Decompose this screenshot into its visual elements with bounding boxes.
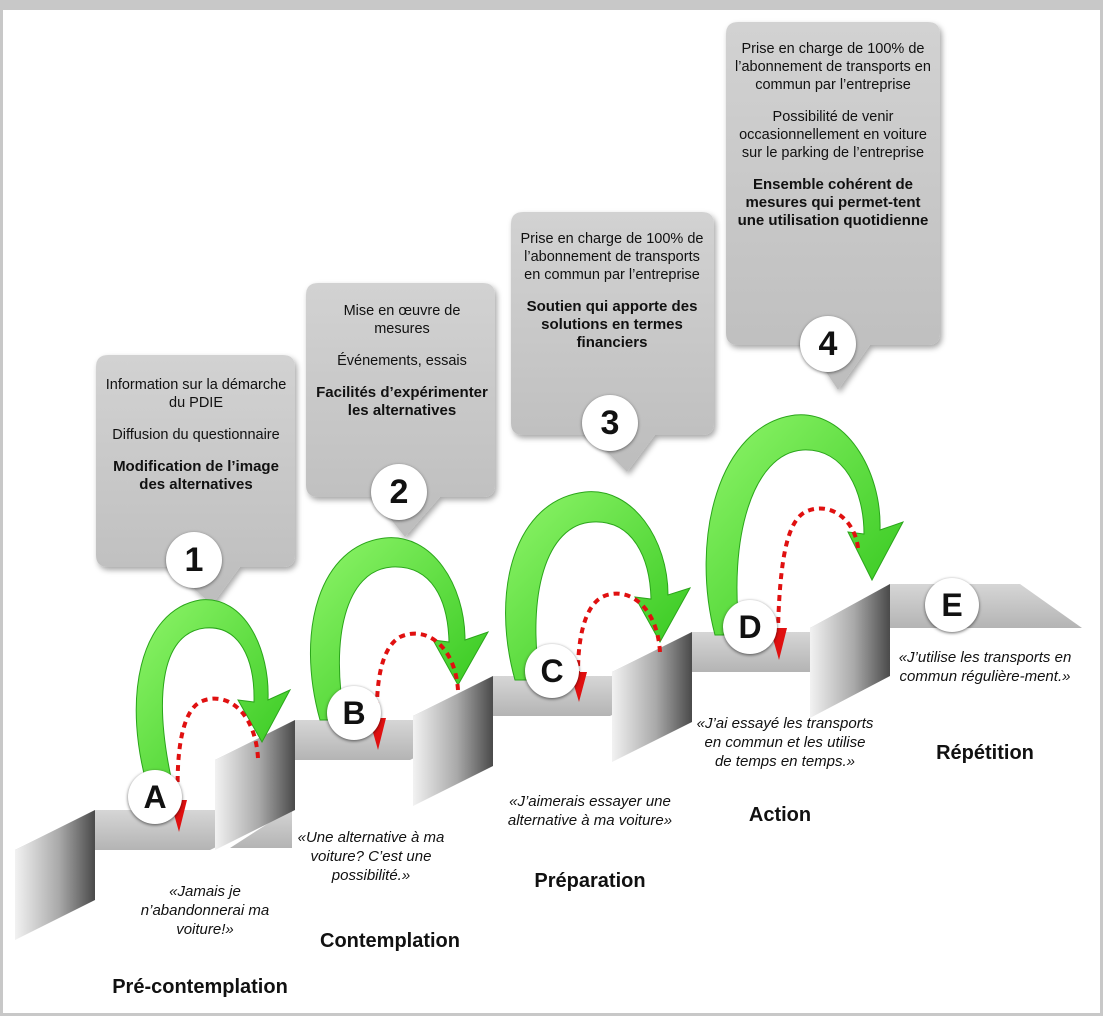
stage-b-badge: B: [327, 686, 381, 740]
callout-boxes: [96, 22, 940, 605]
progress-arrow-4: [705, 414, 905, 636]
progress-arrows: [135, 414, 905, 796]
progress-arrow-1: [135, 599, 292, 796]
callout-2-line-1: Mise en œuvre de mesures: [343, 303, 461, 337]
step-c-riser: [413, 676, 493, 806]
stage-c-quote: «J’aimerais essayer une alternative à ma…: [507, 793, 673, 829]
callout-4-text: Prise en charge de 100% de l’abonnement …: [734, 40, 932, 244]
callout-box-1: [96, 355, 295, 605]
callout-4-bold: Ensemble cohérent de mesures qui permet-…: [737, 176, 929, 229]
relapse-arrow-1: [175, 696, 260, 801]
relapse-arrows: [175, 506, 860, 801]
stage-d-badge: D: [723, 600, 777, 654]
relapse-arrow-3: [576, 591, 662, 673]
callout-1-text: Information sur la démarche du PDIE Diff…: [104, 376, 288, 508]
callout-2-number: 2: [371, 464, 427, 520]
progress-arrow-2: [309, 537, 490, 721]
callout-box-4: [726, 22, 940, 390]
callout-3-number: 3: [582, 395, 638, 451]
callout-1-line-1: Information sur la démarche du PDIE: [105, 377, 287, 411]
callout-4-line-1: Prise en charge de 100% de l’abonnement …: [735, 41, 931, 93]
stage-b-quote: «Une alternative à ma voiture? C’est une…: [297, 829, 445, 884]
step-e-riser: [810, 584, 890, 718]
callout-1-bold: Modification de l’image des alternatives: [113, 458, 279, 493]
stage-c-name: Préparation: [534, 870, 646, 892]
callout-2-text: Mise en œuvre de mesures Événements, ess…: [314, 302, 490, 434]
callout-4-number: 4: [800, 316, 856, 372]
callout-3-line-1: Prise en charge de 100% de l’abonnement …: [520, 231, 704, 283]
step-a-riser: [15, 810, 95, 940]
callout-2-bold: Facilités d’expérimenter les alternative…: [316, 384, 488, 419]
stage-e-quote: «J’utilise les transports en commun régu…: [898, 649, 1072, 685]
relapse-arrow-4: [776, 506, 860, 629]
stage-a-name: Pré-contemplation: [112, 976, 288, 998]
stage-e-name: Répétition: [936, 742, 1034, 764]
step-b-riser: [215, 720, 295, 850]
stage-a-badge: A: [128, 770, 182, 824]
callout-4-line-2: Possibilité de venir occasionnellement e…: [739, 109, 927, 161]
callout-box-2: [306, 283, 495, 537]
stage-a-quote: «Jamais je n’abandonnerai ma voiture!»: [140, 883, 270, 938]
relapse-arrow-2: [374, 631, 460, 719]
callout-box-3: [511, 212, 714, 472]
stage-d-name: Action: [748, 804, 812, 826]
stage-c-badge: C: [525, 644, 579, 698]
callout-1-number: 1: [166, 532, 222, 588]
step-d-riser: [612, 632, 692, 762]
callout-2-line-2: Événements, essais: [337, 353, 467, 369]
progress-arrow-3: [505, 491, 692, 681]
stage-b-name: Contemplation: [320, 930, 460, 952]
callout-3-bold: Soutien qui apporte des solutions en ter…: [526, 298, 698, 351]
callout-3-text: Prise en charge de 100% de l’abonnement …: [516, 230, 708, 366]
callout-1-line-2: Diffusion du questionnaire: [112, 427, 280, 443]
stage-e-badge: E: [925, 578, 979, 632]
step-a-top: [15, 808, 292, 848]
stage-d-quote: «J’ai essayé les transports en commun et…: [696, 715, 874, 770]
